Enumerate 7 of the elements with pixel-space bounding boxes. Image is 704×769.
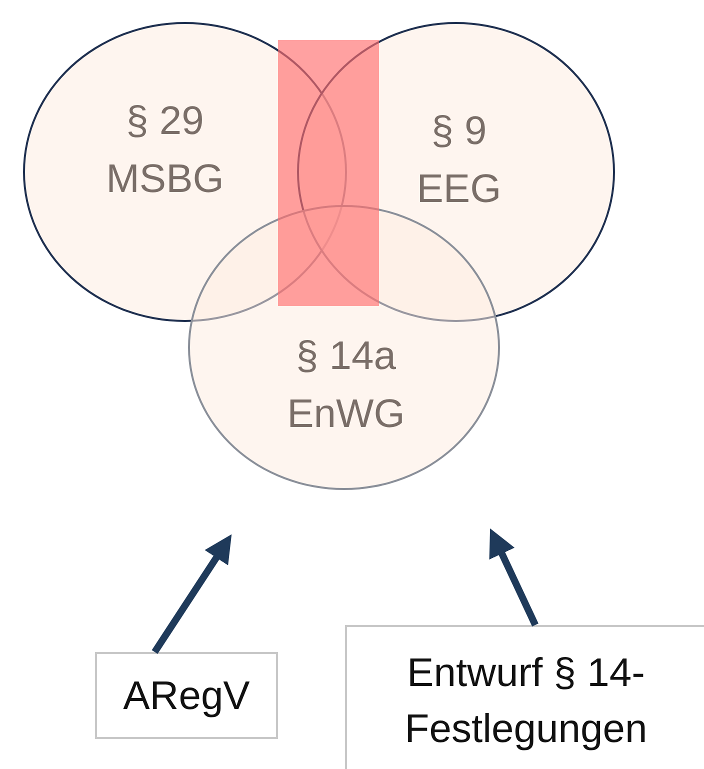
text-box: Entwurf § 14-Festlegungen: [345, 625, 704, 769]
circle-label: § 9 EEG: [416, 108, 502, 213]
circle-label: § 29 MSBG: [105, 98, 225, 203]
arrow: [489, 528, 538, 626]
arrow: [152, 534, 232, 654]
text-box: ARegV: [95, 652, 278, 739]
circle-label: § 14a EnWG: [286, 333, 406, 438]
